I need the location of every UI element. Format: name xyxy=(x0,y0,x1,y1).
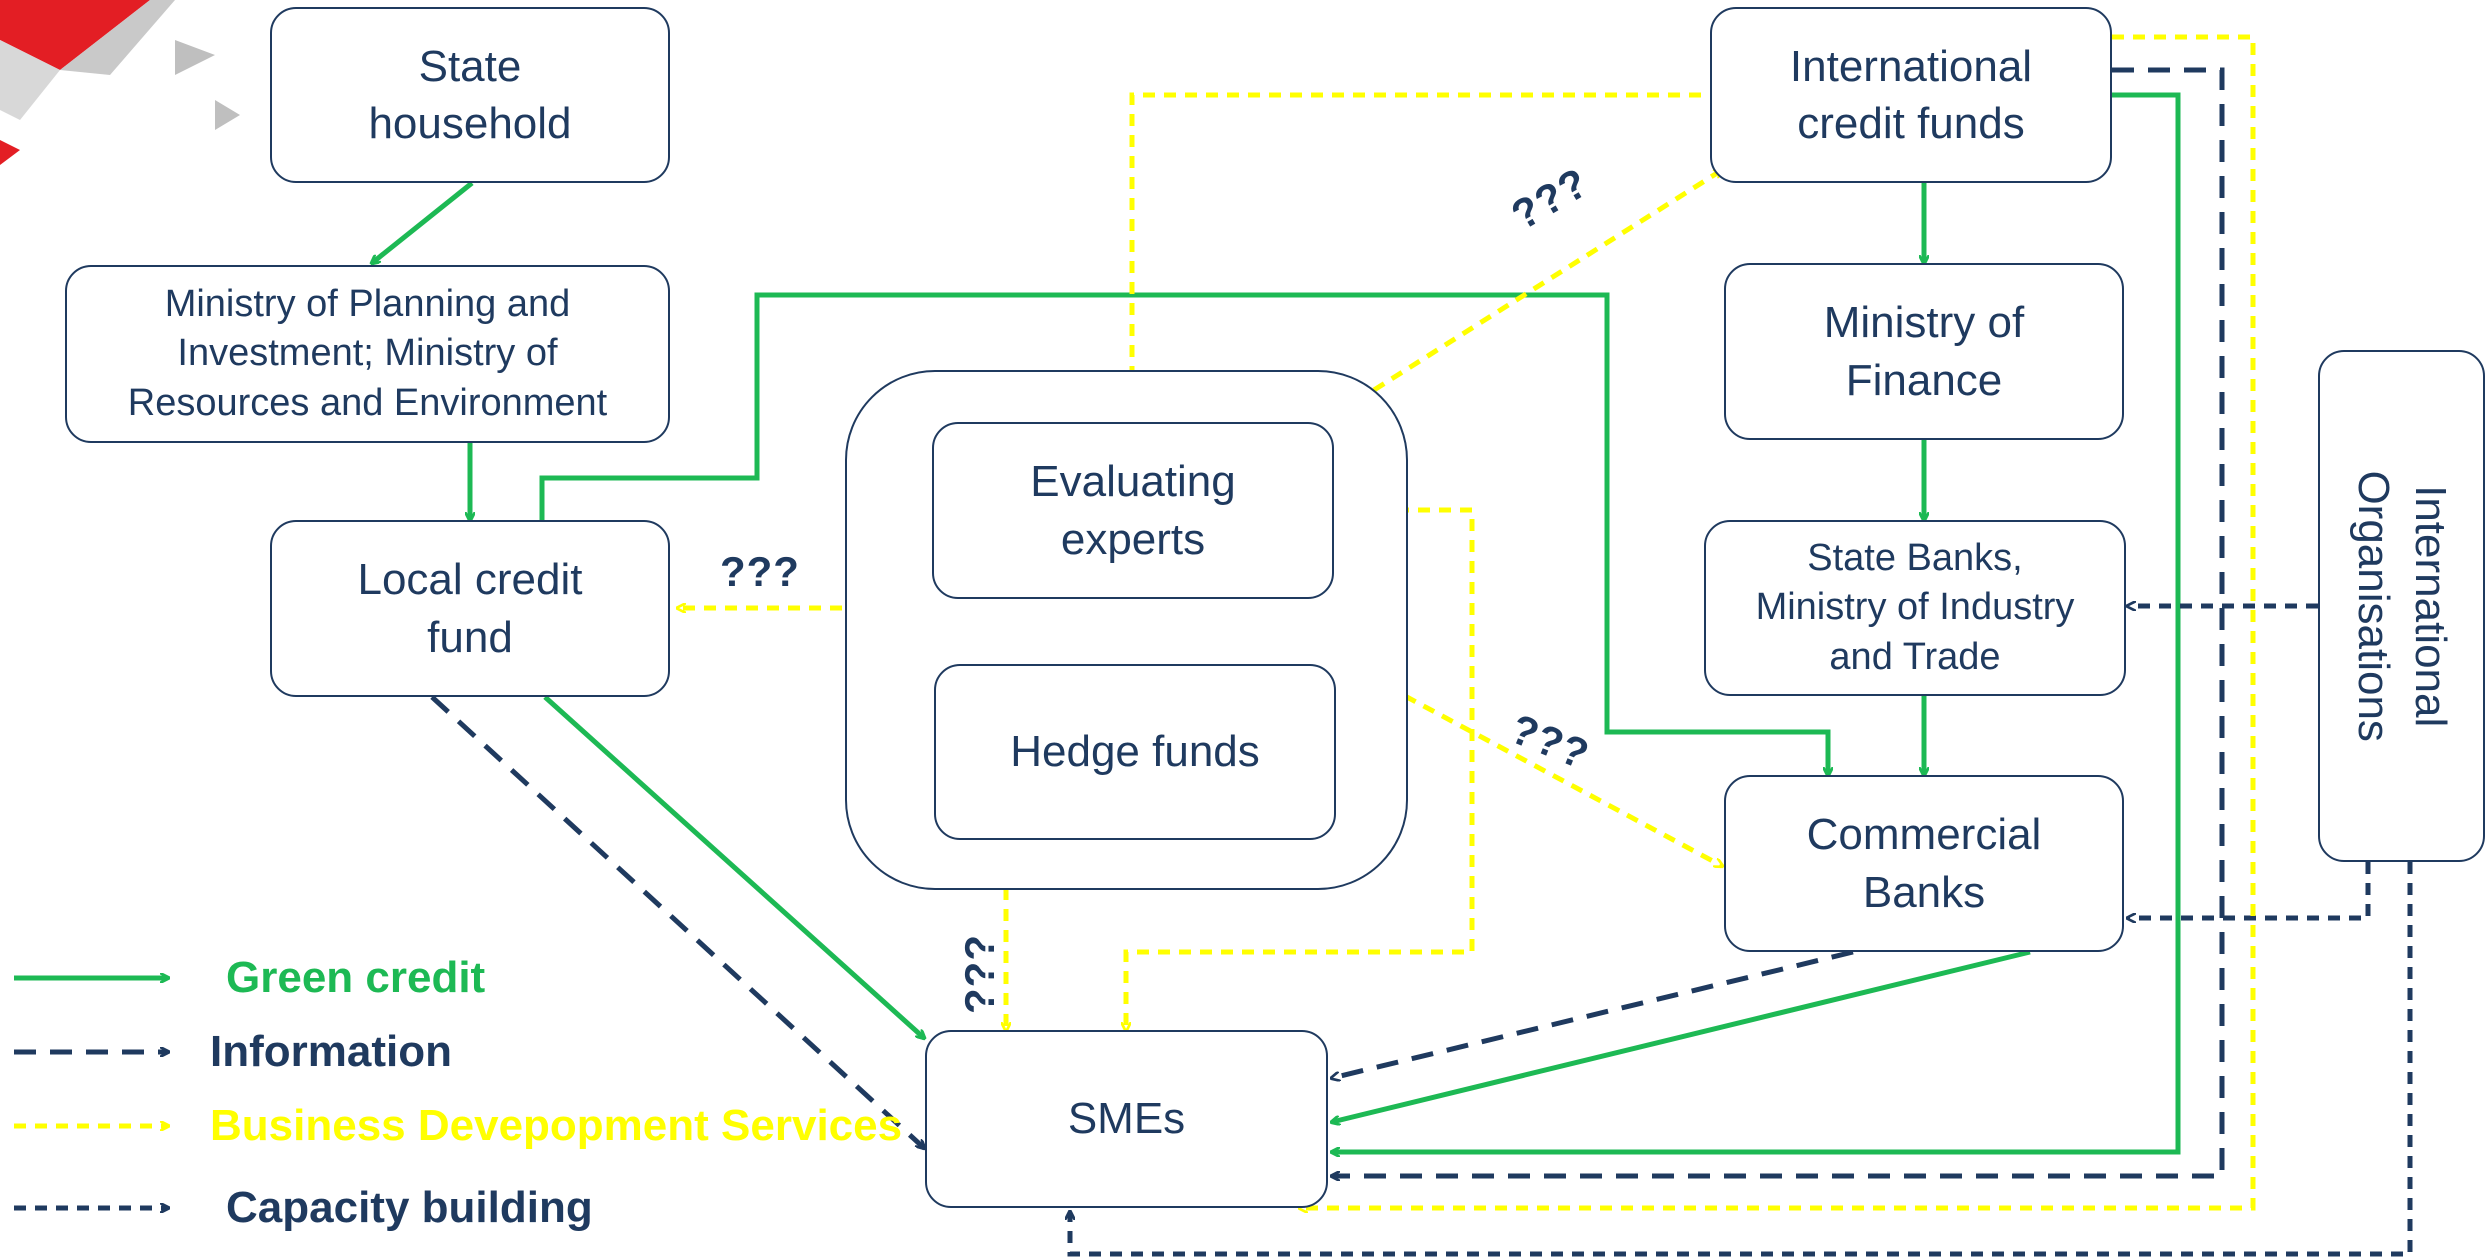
edge-org-to-smes xyxy=(1070,862,2413,1257)
edge-commercial-info-smes xyxy=(1332,949,1854,1078)
legend-label-information: Information xyxy=(210,1027,452,1076)
edge-experts-to-smes xyxy=(1126,507,1475,1030)
unknown-marker: ??? xyxy=(720,548,800,595)
edge-state-to-ministry xyxy=(372,181,474,263)
node-label: SMEs xyxy=(1067,1094,1186,1144)
node-local-credit-fund: Local credit fund xyxy=(270,520,670,697)
corner-logo xyxy=(0,0,240,165)
legend-label-business-services: Business Devepopment Services xyxy=(210,1101,903,1150)
node-international-credit-funds: International credit funds xyxy=(1710,7,2112,183)
edge-org-to-commercial xyxy=(2128,862,2371,918)
edge-group-to-intl xyxy=(1372,170,1722,393)
node-label: Ministry of Finance xyxy=(1823,298,2025,405)
edge-localfund-info-smes xyxy=(430,695,924,1148)
node-label: Local credit fund xyxy=(357,555,583,662)
edge-localfund-to-commercial xyxy=(539,292,1828,775)
node-label: International Organisations xyxy=(2348,470,2455,742)
node-label: Hedge funds xyxy=(1010,727,1260,777)
unknown-marker: ??? xyxy=(955,934,1003,1014)
edge-intl-bds-smes xyxy=(1300,34,2256,1208)
node-evaluating-experts: Evaluating experts xyxy=(932,422,1334,599)
node-smes: SMEs xyxy=(925,1030,1328,1208)
node-ministry-planning: Ministry of Planning and Investment; Min… xyxy=(65,265,670,443)
edge-intl-to-smes-green xyxy=(1332,92,2181,1152)
node-label: International credit funds xyxy=(1789,41,2033,148)
node-hedge-funds: Hedge funds xyxy=(934,664,1336,840)
edge-localfund-to-smes xyxy=(543,695,924,1038)
legend-label-capacity-building: Capacity building xyxy=(226,1183,593,1232)
node-label: State household xyxy=(368,41,572,148)
node-label: State Banks, Ministry of Industry and Tr… xyxy=(1755,536,2075,678)
node-ministry-of-finance: Ministry of Finance xyxy=(1724,263,2124,440)
node-commercial-banks: Commercial Banks xyxy=(1724,775,2124,952)
edge-commercial-to-smes xyxy=(1332,949,2031,1122)
edge-intl-info-smes xyxy=(1332,67,2225,1176)
edge-experts-to-intl xyxy=(1129,92,1712,420)
legend-label-green-credit: Green credit xyxy=(226,953,486,1002)
node-label: Evaluating experts xyxy=(1030,457,1236,564)
node-label: Commercial Banks xyxy=(1806,810,2042,917)
node-international-organisations: International Organisations xyxy=(2318,350,2485,862)
node-state-household: State household xyxy=(270,7,670,183)
edge-group-to-commercial xyxy=(1403,693,1722,866)
node-state-banks: State Banks, Ministry of Industry and Tr… xyxy=(1704,520,2126,696)
node-label: Ministry of Planning and Investment; Min… xyxy=(127,282,608,424)
